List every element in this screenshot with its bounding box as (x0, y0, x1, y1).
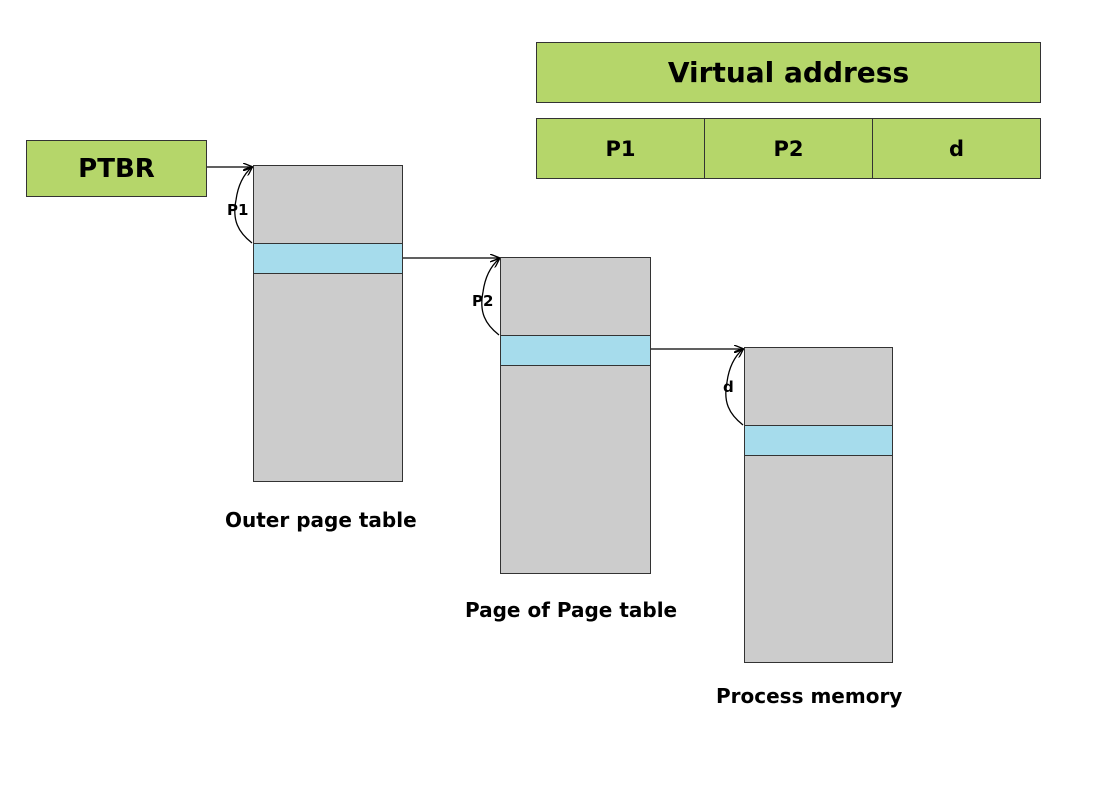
process-memory (744, 347, 893, 663)
offset-curve-p1 (234, 167, 252, 244)
offset-label-p1: P1 (227, 201, 249, 219)
offset-curve-d (725, 349, 743, 426)
field-p1: P1 (605, 136, 636, 161)
virtual-address-fields: P1 P2 d (536, 118, 1041, 179)
page-of-page-table (500, 257, 651, 574)
ptbr-label: PTBR (78, 153, 155, 184)
page-of-page-table-label: Page of Page table (465, 598, 678, 622)
offset-curve-p2 (481, 259, 499, 336)
outer-page-table-label: Outer page table (225, 508, 417, 532)
virtual-address-box: Virtual address (536, 42, 1041, 103)
outer-page-table-entry (253, 243, 403, 274)
process-memory-label: Process memory (716, 684, 903, 708)
page-of-page-table-entry (500, 335, 651, 366)
process-memory-entry (744, 425, 893, 456)
ptbr-box: PTBR (26, 140, 207, 197)
outer-page-table (253, 165, 403, 482)
field-d: d (872, 119, 1040, 178)
virtual-address-title: Virtual address (667, 56, 910, 89)
field-p2: P2 (704, 119, 872, 178)
offset-label-p2: P2 (472, 292, 494, 310)
offset-label-d: d (723, 378, 734, 396)
